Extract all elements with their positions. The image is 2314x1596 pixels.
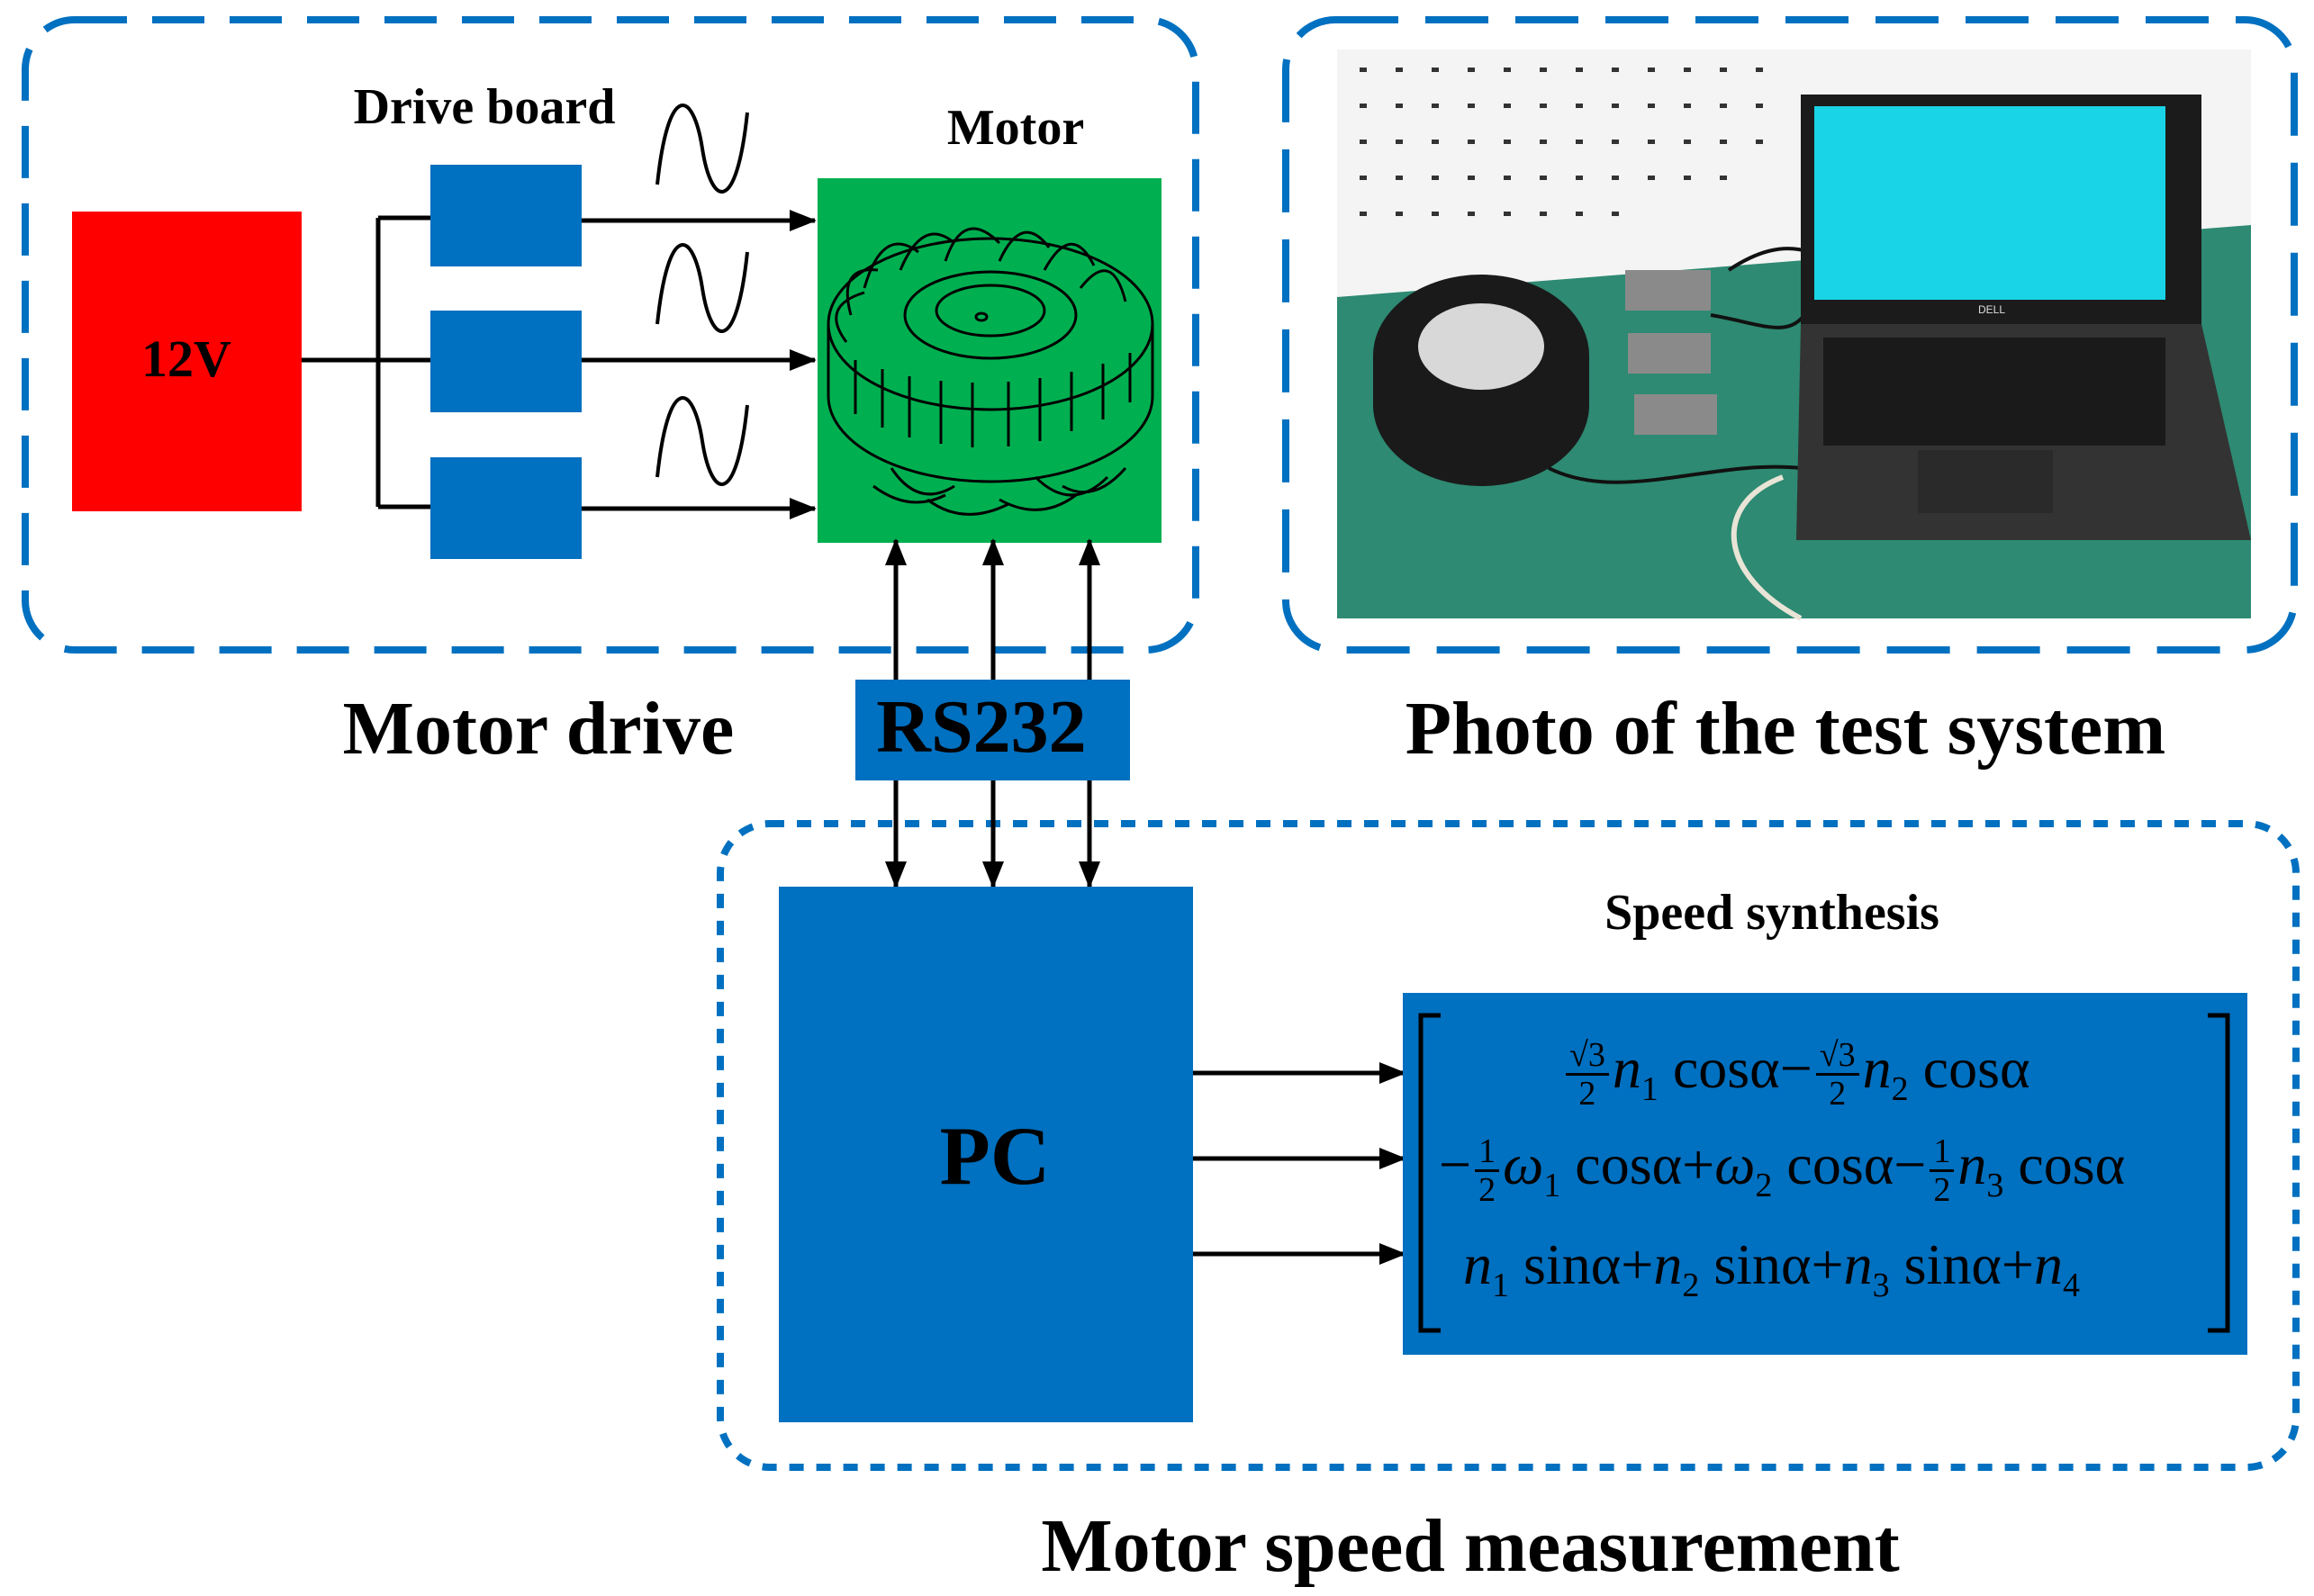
test-system-photo: DELL (1337, 50, 2251, 621)
matrix-bracket-left (1418, 1013, 1441, 1333)
photo-frame (1282, 16, 2298, 654)
sine-wave-2 (655, 243, 749, 333)
laptop-brand-label: DELL (1978, 303, 2005, 316)
speed-measurement-frame (717, 820, 2300, 1471)
speed-synthesis-label: Speed synthesis (1604, 885, 1939, 941)
drive-board-2 (430, 311, 582, 412)
drive-board-3 (430, 457, 582, 559)
drive-board-label: Drive board (354, 79, 616, 135)
motor-block (818, 178, 1162, 543)
pc-label: PC (940, 1110, 1051, 1202)
equation-row-3: n1 sinα+n2 sinα+n3 sinα+n4 (1463, 1232, 2080, 1304)
power-block (72, 212, 302, 511)
sine-wave-1 (655, 104, 749, 194)
power-label: 12V (141, 329, 231, 388)
motor-drive-section-title: Motor drive (343, 687, 735, 771)
rs232-block (855, 680, 1130, 780)
speed-synthesis-block (1403, 993, 2247, 1355)
motor-label: Motor (947, 100, 1084, 156)
speed-measurement-section-title: Motor speed measurement (1041, 1504, 1899, 1588)
matrix-bracket-right (2208, 1013, 2230, 1333)
rs232-label: RS232 (876, 685, 1086, 769)
motor-drive-frame (22, 16, 1199, 654)
sine-wave-3 (655, 396, 749, 486)
motor-drawing (827, 227, 1154, 516)
drive-board-1 (430, 165, 582, 266)
pc-block (779, 887, 1193, 1422)
photo-section-title: Photo of the test system (1406, 687, 2165, 771)
